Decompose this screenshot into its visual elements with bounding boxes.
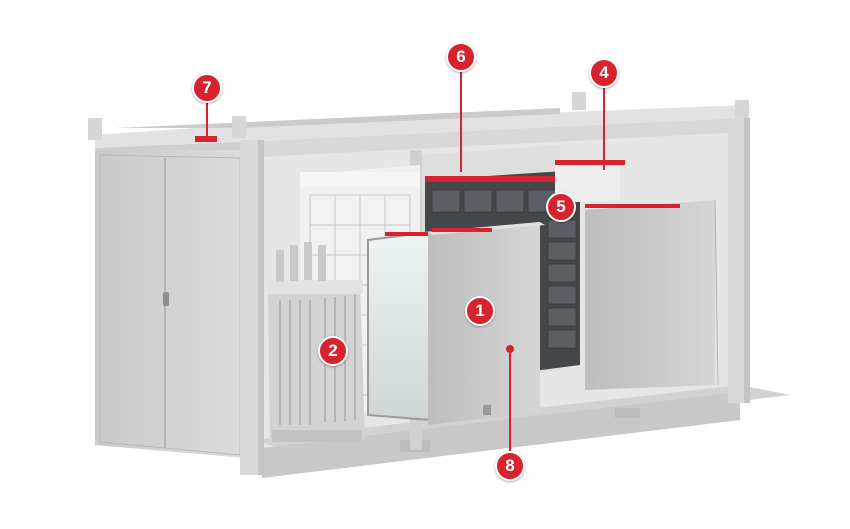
container-roof-frame [88,92,749,160]
callout-7[interactable]: 7 [192,73,222,103]
callout-5[interactable]: 5 [546,192,576,222]
container-left-wall [95,150,245,458]
transformer [268,242,365,445]
callout-6[interactable]: 6 [446,42,476,72]
callout-2[interactable]: 2 [318,336,348,366]
callout-8[interactable]: 8 [495,451,525,481]
controller-box [555,160,625,203]
callout-leaders [206,72,605,452]
glass-door-cabinet [367,230,435,422]
callout-4[interactable]: 4 [589,58,619,88]
right-cabinet [585,199,719,390]
callout-1[interactable]: 1 [465,296,495,326]
callout-8-anchor [506,345,514,353]
